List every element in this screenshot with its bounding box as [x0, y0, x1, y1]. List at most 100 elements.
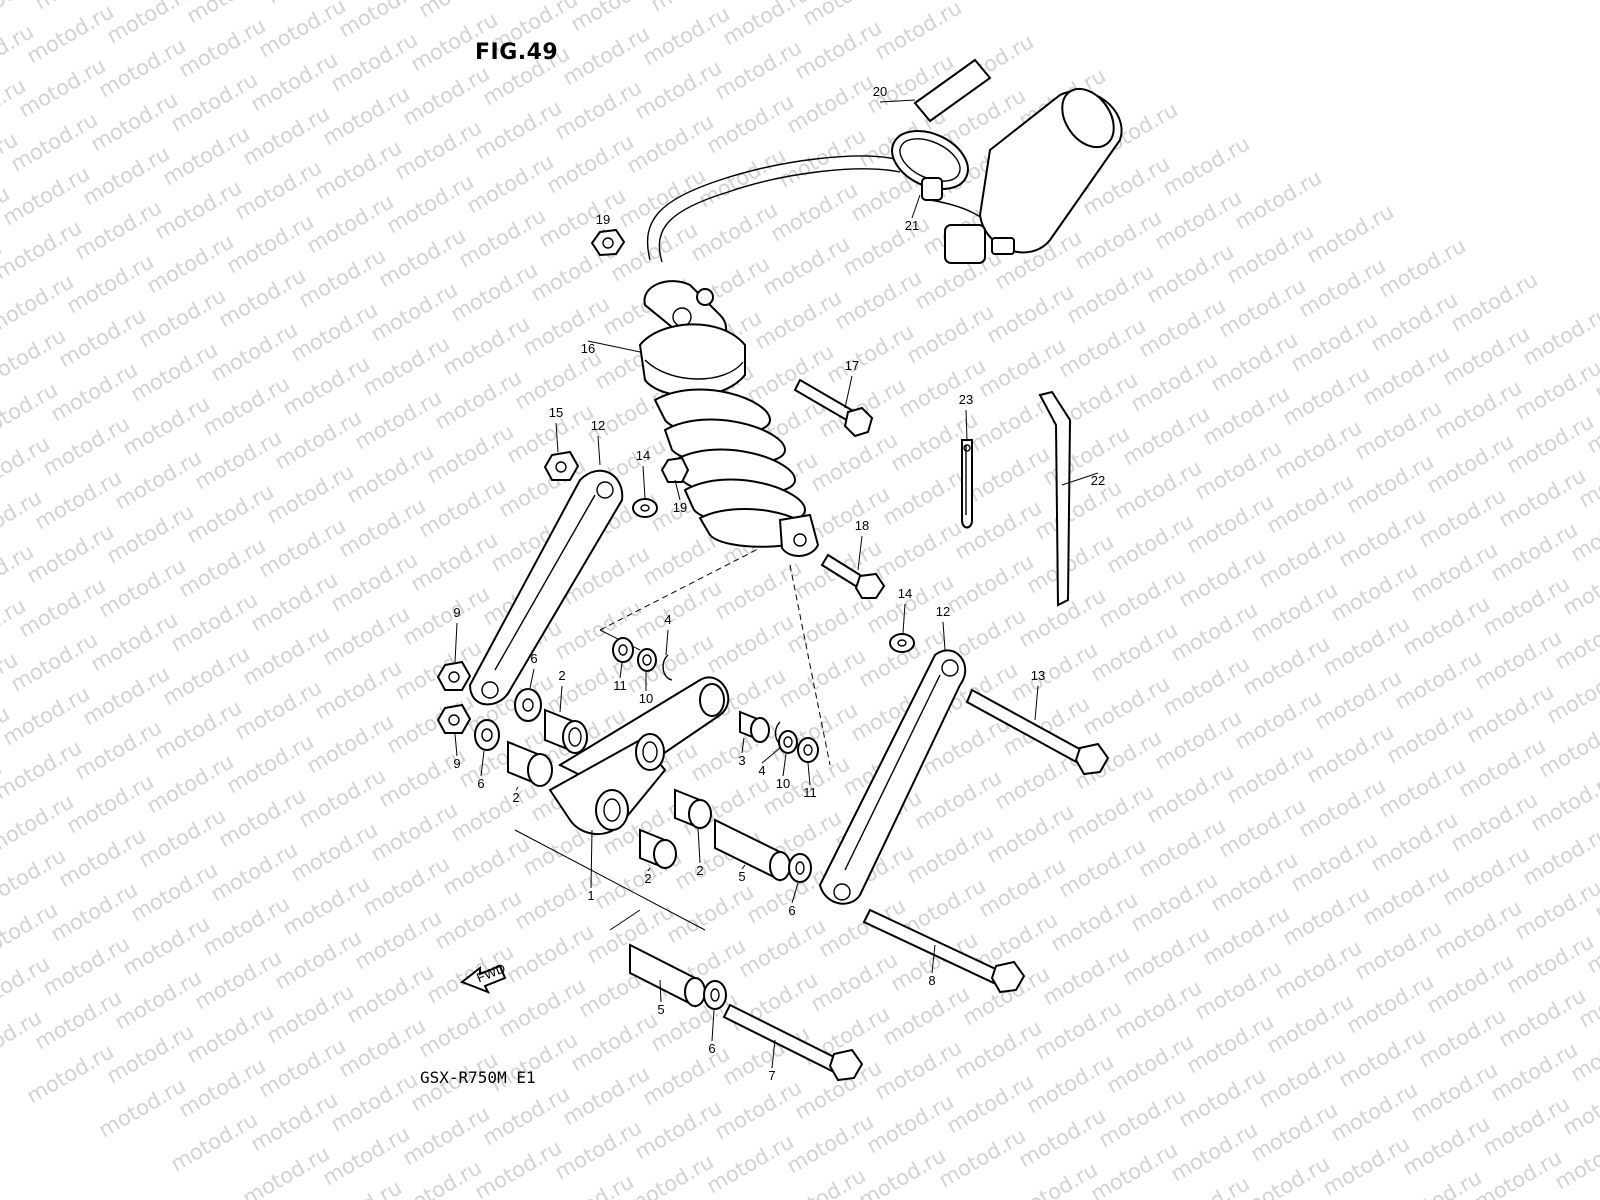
watermark-text: motod.ru	[1447, 267, 1542, 336]
callout-c2b: 2	[512, 790, 519, 805]
spacer-5-lower	[629, 943, 706, 1008]
watermark-text: motod.ru	[255, 0, 350, 62]
washer-6-c	[788, 853, 812, 883]
watermark-text: motod.ru	[135, 803, 230, 872]
callout-c2d: 2	[696, 863, 703, 878]
watermark-text: motod.ru	[15, 53, 110, 122]
watermark-text: motod.ru	[1295, 773, 1390, 842]
watermark-text: motod.ru	[751, 285, 846, 354]
leader-c22	[1061, 472, 1099, 486]
watermark-text: motod.ru	[1319, 1131, 1414, 1200]
watermark-text: motod.ru	[63, 769, 158, 838]
watermark-text: motod.ru	[623, 1149, 718, 1200]
watermark-text: motod.ru	[1063, 259, 1158, 328]
bolt-18	[820, 553, 886, 599]
circlip-4-upper	[662, 654, 673, 681]
watermark-text: motod.ru	[103, 0, 198, 48]
leader-c3	[741, 737, 745, 754]
leader-c16	[587, 340, 641, 353]
watermark-text: motod.ru	[23, 1039, 118, 1108]
watermark-text: motod.ru	[1487, 517, 1582, 586]
watermark-text: motod.ru	[1399, 591, 1494, 660]
watermark-text: motod.ru	[631, 55, 726, 124]
callout-c18: 18	[855, 518, 869, 533]
watermark-text: motod.ru	[71, 195, 166, 264]
watermark-text: motod.ru	[607, 217, 702, 286]
watermark-text: motod.ru	[1183, 489, 1278, 558]
watermark-text: motod.ru	[95, 553, 190, 622]
watermark-text: motod.ru	[223, 729, 318, 798]
watermark-text: motod.ru	[1439, 321, 1534, 390]
watermark-text: motod.ru	[983, 279, 1078, 348]
watermark-text: motod.ru	[351, 385, 446, 454]
callout-c8: 8	[928, 973, 935, 988]
watermark-text: motod.ru	[1391, 645, 1486, 714]
callout-c7: 7	[768, 1068, 775, 1083]
watermark-text: motod.ru	[839, 211, 934, 280]
watermark-text: motod.ru	[1407, 537, 1502, 606]
watermark-text: motod.ru	[863, 1089, 958, 1158]
watermark-text: motod.ru	[215, 783, 310, 852]
reservoir-clamp	[891, 129, 969, 201]
watermark-text: motod.ru	[287, 817, 382, 886]
watermark-text: motod.ru	[111, 445, 206, 514]
watermark-text: motod.ru	[1287, 307, 1382, 376]
watermark-text: motod.ru	[1319, 611, 1414, 680]
watermark-text: motod.ru	[871, 0, 966, 64]
bolt-8	[862, 908, 1026, 994]
watermark-text: motod.ru	[631, 1095, 726, 1164]
watermark-text: motod.ru	[951, 1015, 1046, 1084]
watermark-text: motod.ru	[399, 581, 494, 650]
watermark-text: motod.ru	[695, 143, 790, 212]
watermark-text: motod.ru	[1327, 557, 1422, 626]
spacer-11-lower	[797, 737, 819, 763]
leader-c19a	[602, 229, 606, 233]
watermark-text: motod.ru	[103, 499, 198, 568]
watermark-text: motod.ru	[399, 1101, 494, 1170]
washer-6-a	[514, 688, 542, 722]
watermark-text: motod.ru	[1271, 935, 1366, 1004]
watermark-text: motod.ru	[551, 75, 646, 144]
watermark-text: motod.ru	[807, 427, 902, 496]
watermark-text: motod.ru	[375, 743, 470, 812]
watermark-text: motod.ru	[455, 203, 550, 272]
bearing-2-d	[639, 828, 677, 870]
watermark-text: motod.ru	[127, 337, 222, 406]
watermark-text: motod.ru	[335, 0, 430, 42]
leader-c10b	[782, 753, 787, 777]
watermark-text: motod.ru	[303, 709, 398, 778]
watermark-text: motod.ru	[783, 1109, 878, 1178]
watermark-text: motod.ru	[151, 695, 246, 764]
callout-c6d: 6	[708, 1041, 715, 1056]
watermark-text: motod.ru	[343, 959, 438, 1028]
nut-9-upper	[436, 660, 472, 691]
watermark-text: motod.ru	[783, 69, 878, 138]
watermark-text: motod.ru	[631, 575, 726, 644]
watermark-text: motod.ru	[415, 473, 510, 542]
watermark-text: motod.ru	[367, 797, 462, 866]
watermark-text: motod.ru	[15, 573, 110, 642]
watermark-text: motod.ru	[247, 1087, 342, 1156]
watermark-text: motod.ru	[263, 979, 358, 1048]
watermark-text: motod.ru	[1367, 807, 1462, 876]
watermark-text: motod.ru	[1399, 1111, 1494, 1180]
watermark-text: motod.ru	[175, 13, 270, 82]
figure-title: FIG.49	[475, 40, 559, 65]
washer-14-right	[889, 633, 915, 653]
bearing-3	[739, 710, 770, 743]
watermark-text: motod.ru	[1431, 375, 1526, 444]
watermark-text: motod.ru	[175, 533, 270, 602]
callout-c13: 13	[1031, 668, 1045, 683]
watermark-text: motod.ru	[975, 853, 1070, 922]
watermark-text: motod.ru	[775, 643, 870, 712]
watermark-text: motod.ru	[175, 1053, 270, 1122]
watermark-text: motod.ru	[383, 169, 478, 238]
watermark-text: motod.ru	[1119, 401, 1214, 470]
washer-6-d	[703, 980, 727, 1010]
watermark-text: motod.ru	[1103, 1029, 1198, 1098]
watermark-text: motod.ru	[1151, 185, 1246, 254]
leader-c9a	[454, 622, 458, 663]
tie-rod-12-right	[818, 649, 967, 905]
